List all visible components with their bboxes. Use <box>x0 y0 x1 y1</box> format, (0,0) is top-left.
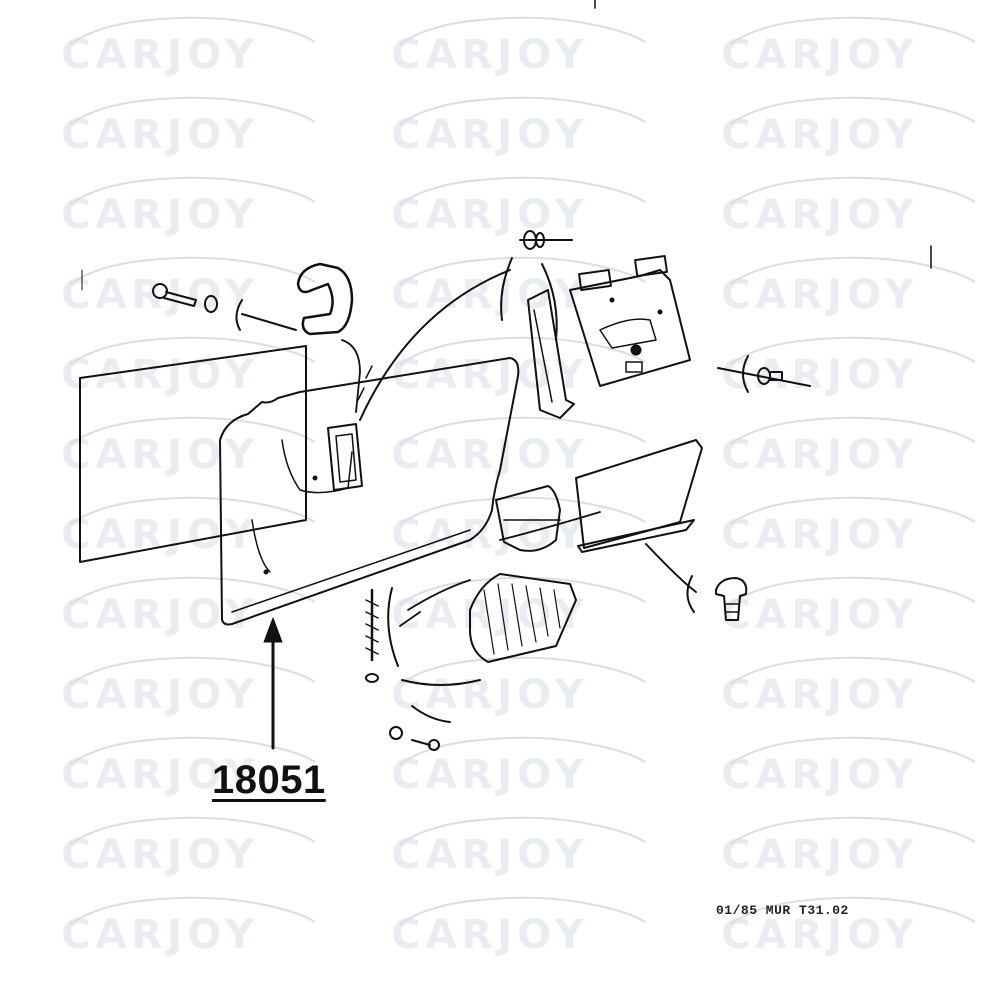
tree-clip-ribs <box>725 603 739 613</box>
plate-tab <box>578 268 612 292</box>
armrest-bracket <box>495 485 561 552</box>
dashed-leader <box>357 365 373 401</box>
leader-bracket <box>411 705 451 723</box>
screw-shank <box>411 739 431 746</box>
door-sheet-panel <box>79 345 307 563</box>
leader-line <box>645 543 697 593</box>
leader-line <box>499 511 601 541</box>
armrest-pocket <box>575 439 703 549</box>
armrest-lip <box>577 519 695 553</box>
leader-bracket <box>541 263 558 341</box>
leader-bracket <box>742 355 749 393</box>
plate-hole <box>609 297 615 303</box>
trim-panel-contour <box>281 439 353 494</box>
leader-line <box>341 339 361 413</box>
handle-recess-inner <box>335 433 357 483</box>
tree-clip <box>715 577 748 621</box>
bracket-edge <box>533 309 553 403</box>
screw-cup <box>365 673 379 683</box>
leader-bracket <box>686 575 695 613</box>
washer <box>535 232 545 248</box>
regulator-plate <box>569 269 691 387</box>
screw-head <box>428 739 440 751</box>
trim-panel-edge <box>231 529 471 613</box>
screw-washer <box>389 726 403 740</box>
screw-hole <box>312 475 318 481</box>
plate-slot <box>625 361 643 373</box>
clip-axis <box>717 367 811 387</box>
handle-recess <box>327 423 363 491</box>
screw-head <box>152 283 168 299</box>
pull-handle <box>296 262 354 336</box>
screw-hole <box>263 569 269 575</box>
document-reference: 01/85 MUR T31.02 <box>716 903 849 918</box>
grille-slats <box>483 583 561 655</box>
plate-tab <box>634 254 668 278</box>
plate-bolt <box>630 344 642 356</box>
door-trim-panel <box>219 357 520 626</box>
plate-hole <box>657 309 663 315</box>
leader-line <box>399 611 421 627</box>
leader-bracket <box>387 587 399 667</box>
speaker-grille <box>469 573 577 663</box>
screw-thread <box>365 599 379 655</box>
washer <box>204 295 218 313</box>
leader-bracket <box>235 299 243 331</box>
leader-line <box>407 579 471 611</box>
leader-line <box>359 269 511 421</box>
trim-panel-contour <box>251 519 271 573</box>
callout-arrow-head <box>263 617 283 643</box>
plate-cutout <box>599 318 657 349</box>
clip-body <box>769 371 783 381</box>
part-number-label: 18051 <box>212 758 326 802</box>
screw-shank <box>163 291 197 307</box>
leader-bracket <box>500 257 513 321</box>
leader-line <box>401 679 481 686</box>
leader-line <box>241 313 297 331</box>
mounting-bracket <box>527 289 575 419</box>
